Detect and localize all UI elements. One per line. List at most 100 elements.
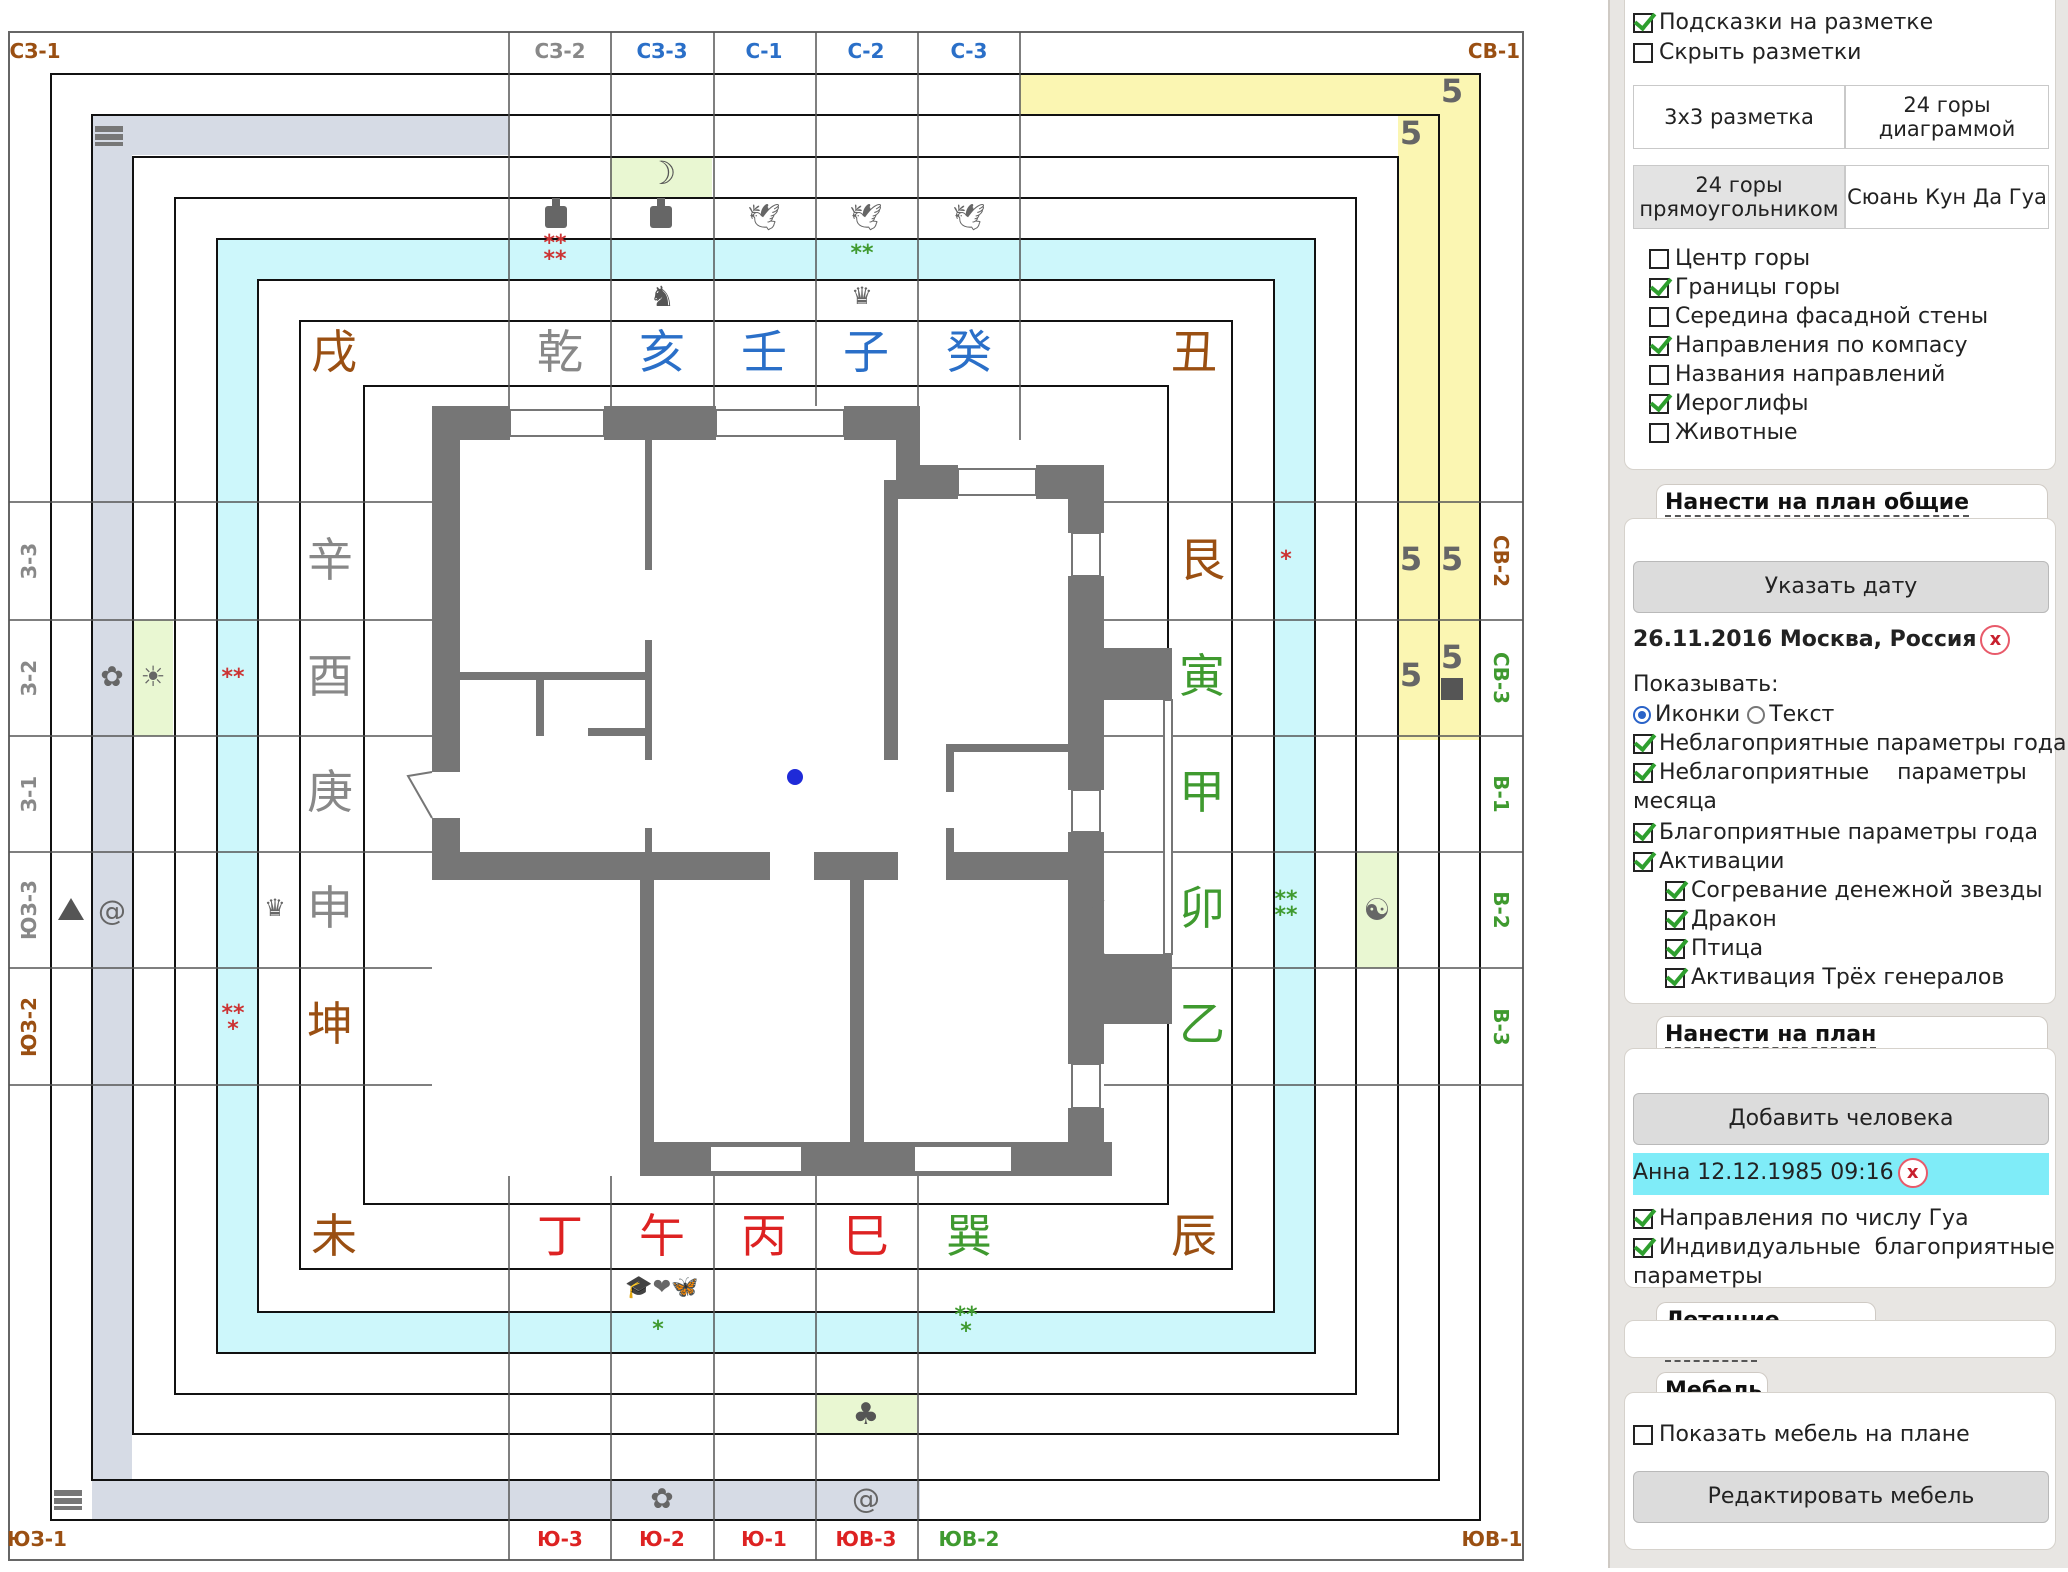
- five-3: 5: [1441, 540, 1463, 578]
- checkbox[interactable]: [1649, 307, 1669, 327]
- checkbox[interactable]: [1633, 823, 1653, 843]
- option-mountain-borders[interactable]: Границы горы: [1649, 274, 1840, 302]
- flower-icon: ✿: [650, 1482, 673, 1515]
- sector-label-bottom-2: Ю-1: [741, 1527, 787, 1551]
- option-dragon[interactable]: Дракон: [1665, 906, 1777, 934]
- bird-icon: 🕊: [952, 203, 985, 233]
- option-hieroglyphs[interactable]: Иероглифы: [1649, 390, 1809, 418]
- five-4: 5: [1400, 656, 1422, 694]
- stars-n: **: [850, 241, 874, 266]
- sector-label-left-3: ЮЗ-3: [17, 880, 41, 940]
- glyph-top-2: 壬: [741, 325, 787, 379]
- sector-label-right-2: В-1: [1489, 775, 1513, 812]
- checkbox-hints[interactable]: [1633, 13, 1653, 33]
- option-money-star[interactable]: Согревание денежной звезды: [1665, 877, 2043, 905]
- five-1: 5: [1400, 114, 1422, 152]
- remove-date-button[interactable]: x: [1980, 625, 2011, 655]
- floor-plan: [406, 406, 1173, 1176]
- sector-labels: СЗ-2 СЗ-3 С-1 С-2 С-3 Ю-3 Ю-2 Ю-1 ЮВ-3 Ю…: [7, 39, 1522, 1551]
- checkbox[interactable]: [1649, 249, 1669, 269]
- flower-icon: ✿: [100, 660, 123, 693]
- sector-label-right-1: СВ-3: [1489, 652, 1513, 704]
- highlight-moon: [610, 157, 712, 197]
- lantern-icon: [545, 198, 672, 228]
- checkbox[interactable]: [1633, 1238, 1653, 1258]
- five-0: 5: [1441, 72, 1463, 110]
- swirl-icon: @: [98, 894, 126, 927]
- display-mode: Иконки Текст: [1633, 701, 1834, 729]
- radio-icons[interactable]: [1633, 706, 1651, 724]
- checkbox[interactable]: [1665, 881, 1685, 901]
- option-bad-year[interactable]: Неблагоприятные параметры года: [1633, 730, 2066, 758]
- checkbox[interactable]: [1633, 852, 1653, 872]
- glyph-corner-bl: 未: [311, 1209, 357, 1263]
- option-hide-markup[interactable]: Скрыть разметки: [1633, 39, 1861, 67]
- option-gua-directions[interactable]: Направления по числу Гуа: [1633, 1205, 1969, 1233]
- edit-furniture-button[interactable]: Редактировать мебель: [1633, 1471, 2049, 1523]
- diagram-svg: СЗ-2 СЗ-3 С-1 С-2 С-3 Ю-3 Ю-2 Ю-1 ЮВ-3 Ю…: [7, 31, 1524, 1561]
- sector-label-top-3: С-2: [848, 39, 885, 63]
- option-activations[interactable]: Активации: [1633, 848, 1784, 876]
- option-three-generals[interactable]: Активация Трёх генералов: [1665, 964, 2004, 992]
- graduation-heart-butterfly-icon: 🎓❤🦋: [625, 1275, 698, 1300]
- show-label: Показывать:: [1633, 672, 1779, 697]
- stars-se: ***: [954, 1303, 978, 1344]
- checkbox-hide-markup[interactable]: [1633, 43, 1653, 63]
- checkbox[interactable]: [1633, 1209, 1653, 1229]
- tab-3x3[interactable]: 3x3 разметка: [1633, 85, 1845, 149]
- option-direction-names[interactable]: Названия направлений: [1649, 361, 1945, 389]
- card-furniture: Показать мебель на плане Редактировать м…: [1624, 1392, 2056, 1550]
- icons: ☽ 🕊 🕊 🕊 ♞ ♛ ♛ ✿ ☀ @ ☯ 🎓❤🦋 ♣ ✿ @: [54, 126, 1390, 1515]
- sector-label-bottom-3: ЮВ-3: [836, 1527, 897, 1551]
- add-person-button[interactable]: Добавить человека: [1633, 1093, 2049, 1145]
- option-bad-month[interactable]: Неблагоприятные параметры: [1633, 759, 2027, 787]
- checkbox[interactable]: [1649, 278, 1669, 298]
- tab-24-mountains-rect[interactable]: 24 горы прямоугольником: [1633, 165, 1845, 229]
- checkbox[interactable]: [1665, 910, 1685, 930]
- checkbox[interactable]: [1665, 939, 1685, 959]
- checkbox[interactable]: [1649, 423, 1669, 443]
- flying-star-fives: 5 5 5 5 5 5: [1400, 72, 1463, 694]
- set-date-button[interactable]: Указать дату: [1633, 561, 2049, 613]
- checkbox[interactable]: [1649, 336, 1669, 356]
- glyph-top-1: 亥: [639, 325, 685, 379]
- glyph-bottom-1: 午: [639, 1209, 685, 1263]
- checkbox[interactable]: [1649, 394, 1669, 414]
- checkbox[interactable]: [1649, 365, 1669, 385]
- checkbox[interactable]: [1633, 1425, 1653, 1445]
- option-animals[interactable]: Животные: [1649, 419, 1798, 447]
- bird-icon: 🕊: [849, 203, 882, 233]
- option-good-year[interactable]: Благоприятные параметры года: [1633, 819, 2038, 847]
- radio-text[interactable]: [1747, 706, 1766, 724]
- option-hints[interactable]: Подсказки на разметке: [1633, 9, 1933, 37]
- five-5: 5: [1441, 638, 1463, 676]
- brick-wall-icon: [54, 126, 123, 1510]
- remove-person-button[interactable]: x: [1897, 1158, 1928, 1188]
- settings-panel: Подсказки на разметке Скрыть разметки 3x…: [1608, 0, 2068, 1568]
- glyph-right-2: 甲: [1179, 765, 1225, 819]
- band-gray-sw: [92, 1480, 920, 1520]
- option-bird[interactable]: Птица: [1665, 935, 1763, 963]
- stars-w: **: [221, 665, 245, 690]
- sector-label-right-0: СВ-2: [1489, 535, 1513, 587]
- glyph-corner-tl: 戌: [311, 325, 357, 379]
- checkbox[interactable]: [1633, 763, 1653, 783]
- stars-nw: ****: [543, 231, 567, 272]
- glyph-right-3: 卯: [1179, 881, 1225, 935]
- checkbox[interactable]: [1633, 734, 1653, 754]
- checkbox[interactable]: [1665, 968, 1685, 988]
- chess-knight-icon: ♞: [649, 280, 674, 313]
- option-facade-middle[interactable]: Середина фасадной стены: [1649, 303, 1988, 331]
- option-mountain-center[interactable]: Центр горы: [1649, 245, 1810, 273]
- tab-24-mountains-diagram[interactable]: 24 горы диаграммой: [1845, 85, 2049, 149]
- tab-xuan-kong[interactable]: Сюань Кун Да Гуа: [1845, 165, 2049, 229]
- glyph-bottom-2: 丙: [741, 1209, 787, 1263]
- glyph-right-1: 寅: [1179, 649, 1225, 703]
- option-compass-directions[interactable]: Направления по компасу: [1649, 332, 1968, 360]
- option-individual-good[interactable]: Индивидуальные благоприятные: [1633, 1234, 2055, 1262]
- option-individual-good-cont: параметры: [1633, 1264, 1763, 1289]
- windows: [509, 409, 1173, 1173]
- option-show-furniture[interactable]: Показать мебель на плане: [1633, 1421, 1970, 1449]
